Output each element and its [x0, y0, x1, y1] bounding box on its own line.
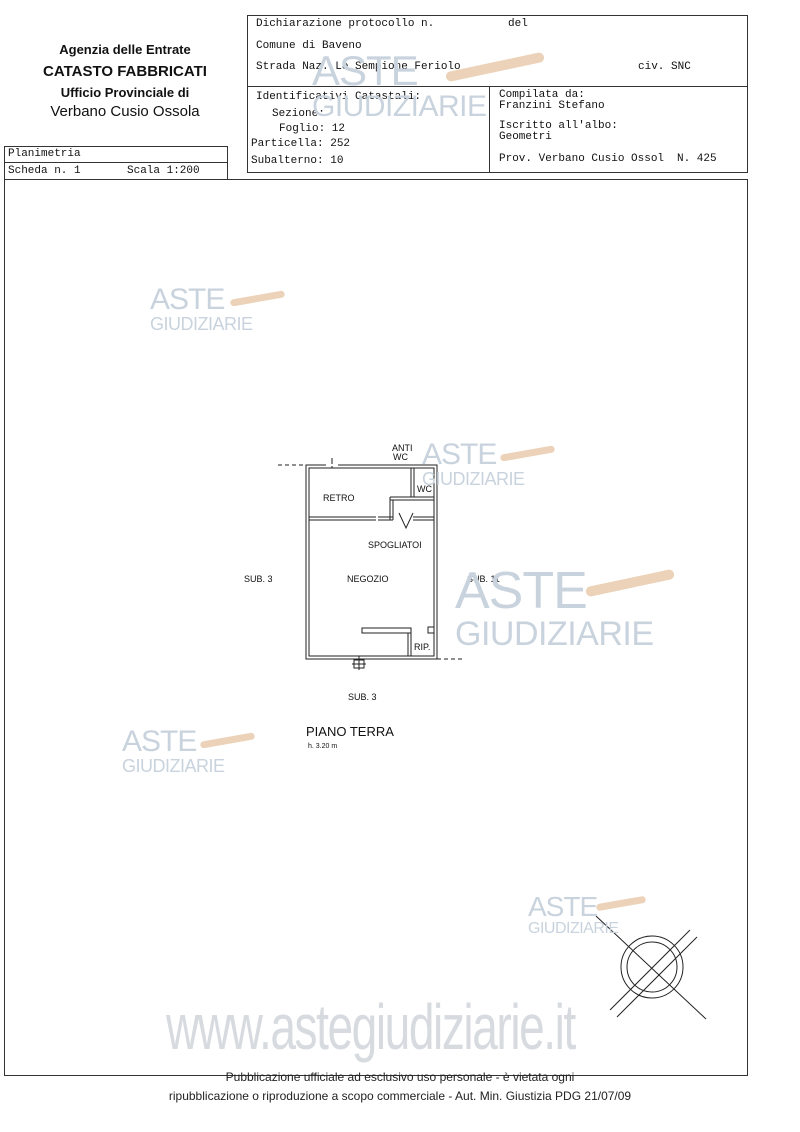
register-value: Geometri	[499, 131, 552, 143]
agency-name: Agenzia delle Entrate	[59, 42, 191, 57]
neighbor-bottom: SUB. 3	[348, 692, 377, 702]
footer-line-1: Pubblicazione ufficiale ad esclusivo uso…	[225, 1070, 575, 1084]
watermark-5-brand: ASTE	[528, 891, 598, 922]
drawing-frame	[4, 179, 748, 1076]
watermark-header: ASTE GIUDIZIARIE	[312, 50, 487, 122]
sheet-scale: Scala 1:200	[127, 165, 200, 177]
watermark-4: ASTE GIUDIZIARIE	[122, 725, 225, 776]
particella-text: Particella: 252	[251, 138, 351, 150]
pillar	[427, 626, 435, 634]
identifiers-title: Identificativi Catastali:	[256, 91, 422, 103]
street-text: Strada Naz. Le Sempione Feriolo	[256, 61, 461, 73]
entrance-symbol	[353, 659, 365, 669]
office-province: Verbano Cusio Ossola	[50, 103, 200, 120]
subalterno-text: Subalterno: 10	[251, 155, 344, 167]
watermark-1-brand: ASTE	[150, 283, 225, 316]
neighbor-right: SUB. 11	[467, 574, 500, 584]
watermark-2-brand: ASTE	[422, 438, 497, 471]
outer-wall	[305, 464, 438, 660]
watermark-4-sub: GIUDIZIARIE	[122, 756, 225, 776]
watermark-3-brand: ASTE	[455, 562, 588, 620]
watermark-2: ASTE GIUDIZIARIE	[422, 438, 525, 489]
spogliatoi-label: SPOGLIATOI	[368, 540, 422, 550]
declaration-box	[247, 15, 748, 173]
negozio-label: NEGOZIO	[347, 574, 389, 584]
office-label: Ufficio Provinciale di	[60, 85, 190, 100]
declaration-column-divider	[489, 86, 490, 173]
watermark-5: ASTE GIUDIZIARIE	[528, 893, 619, 937]
watermark-url: www.astegiudiziarie.it	[166, 991, 576, 1063]
sheet-type: Planimetria	[8, 148, 81, 160]
counter	[361, 627, 412, 634]
wc-label: WC	[417, 484, 432, 494]
foglio-text: Foglio: 12	[279, 123, 346, 135]
protocol-label: Dichiarazione protocollo n.	[256, 18, 435, 30]
footer-line-2: ripubblicazione o riproduzione a scopo c…	[168, 1089, 632, 1103]
compiler-number: N. 425	[677, 153, 717, 165]
comune-text: Comune di Baveno	[256, 40, 362, 52]
cadastre-title: CATASTO FABBRICATI	[43, 63, 207, 80]
watermark-1-sub: GIUDIZIARIE	[150, 314, 253, 334]
sezione-text: Sezione:	[272, 108, 325, 120]
door-swing	[398, 512, 414, 530]
north-arrow-icon	[595, 915, 707, 1020]
anti-wc-label-2: WC	[393, 452, 408, 462]
floor-height: h. 3.20 m	[308, 743, 338, 750]
watermark-4-brand: ASTE	[122, 725, 197, 758]
watermark-3-sub: GIUDIZIARIE	[455, 615, 654, 653]
watermark-brand: ASTE	[312, 47, 419, 94]
watermark-1: ASTE GIUDIZIARIE	[150, 283, 253, 334]
sheet-number: Scheda n. 1	[8, 165, 81, 177]
compiler-province: Prov. Verbano Cusio Ossol	[499, 153, 665, 165]
inner-wall	[308, 467, 435, 657]
sheet-divider	[4, 162, 228, 163]
register-label: Iscritto all'albo:	[499, 120, 618, 132]
retro-label: RETRO	[323, 493, 355, 503]
watermark-brand-sub: GIUDIZIARIE	[312, 90, 487, 123]
protocol-date-label: del	[508, 18, 528, 30]
neighbor-left: SUB. 3	[244, 574, 273, 584]
rip-label: RIP.	[414, 642, 431, 652]
civic-number: civ. SNC	[638, 61, 691, 73]
watermark-2-sub: GIUDIZIARIE	[422, 469, 525, 489]
watermark-5-sub: GIUDIZIARIE	[528, 920, 619, 937]
compiled-by-label: Compilata da:	[499, 89, 585, 101]
compiler-name: Franzini Stefano	[499, 100, 605, 112]
anti-wc-label-1: ANTI	[392, 443, 413, 453]
declaration-divider	[247, 86, 748, 87]
floor-label: PIANO TERRA	[306, 724, 394, 739]
watermark-3: ASTE GIUDIZIARIE	[455, 565, 654, 651]
